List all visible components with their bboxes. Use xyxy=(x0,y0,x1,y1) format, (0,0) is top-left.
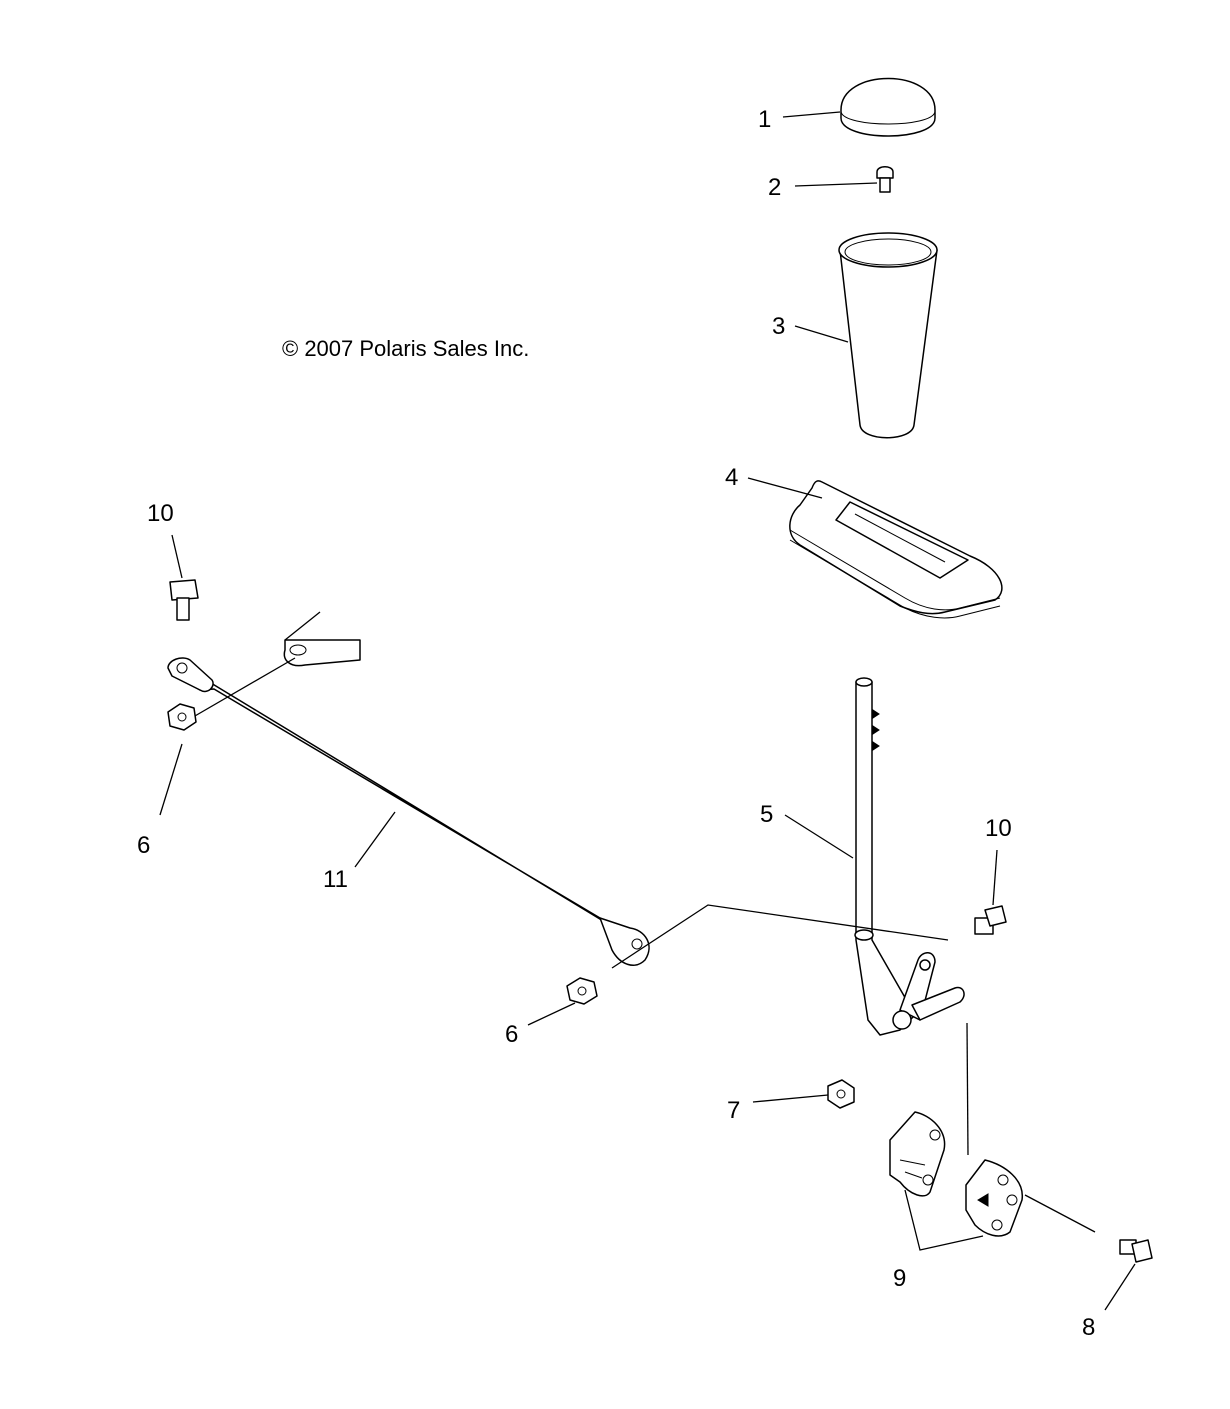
part-10-bolt-right xyxy=(974,905,1007,935)
callout-8: 8 xyxy=(1082,1314,1095,1341)
part-5-shift-lever xyxy=(854,677,965,1036)
callout-7: 7 xyxy=(727,1097,740,1124)
leader-2 xyxy=(794,182,878,187)
callout-10b: 10 xyxy=(985,815,1012,842)
leader-8 xyxy=(1104,1263,1136,1311)
leader-7 xyxy=(752,1094,829,1103)
callout-6b: 6 xyxy=(505,1021,518,1048)
leader-9 xyxy=(904,1189,984,1251)
bracket-to-bolt-line xyxy=(1024,1194,1096,1233)
callout-2: 2 xyxy=(768,174,781,201)
part-10-bolt-left xyxy=(169,579,199,621)
part-8-bolt xyxy=(1119,1239,1153,1263)
callout-3: 3 xyxy=(772,313,785,340)
part-11-shift-rod xyxy=(167,657,650,966)
callout-4: 4 xyxy=(725,464,738,491)
leader-6b xyxy=(527,1002,576,1026)
leader-10a xyxy=(171,534,183,579)
callout-11: 11 xyxy=(323,866,348,893)
leader-5 xyxy=(784,814,854,859)
copyright-text: © 2007 Polaris Sales Inc. xyxy=(282,336,529,361)
leader-3 xyxy=(794,325,849,343)
callout-10a: 10 xyxy=(147,500,174,527)
part-9-bracket-right xyxy=(965,1159,1023,1237)
rod-to-bracket-line xyxy=(187,657,296,721)
leader-10b xyxy=(992,849,998,906)
leader-6a xyxy=(159,743,183,816)
part-6-nut-upper xyxy=(167,703,197,731)
leader-11 xyxy=(354,811,396,868)
lever-to-bracket-line xyxy=(966,1022,969,1156)
part-9-bracket-left xyxy=(889,1111,946,1197)
rod-to-lever-line xyxy=(611,904,949,969)
callout-1: 1 xyxy=(758,106,771,133)
part-7-nut xyxy=(827,1079,855,1109)
leader-1 xyxy=(782,111,841,118)
part-3-grip xyxy=(838,232,938,439)
part-2-screw xyxy=(876,166,894,193)
mount-bracket xyxy=(283,639,361,667)
callout-9: 9 xyxy=(893,1265,906,1292)
part-6-nut-lower xyxy=(566,977,598,1005)
callout-5: 5 xyxy=(760,801,773,828)
bracket-line xyxy=(284,611,321,641)
part-4-boot-plate xyxy=(789,480,1003,619)
callout-6a: 6 xyxy=(137,832,150,859)
part-1-knob-cap xyxy=(840,77,936,137)
leader-4 xyxy=(747,477,823,499)
